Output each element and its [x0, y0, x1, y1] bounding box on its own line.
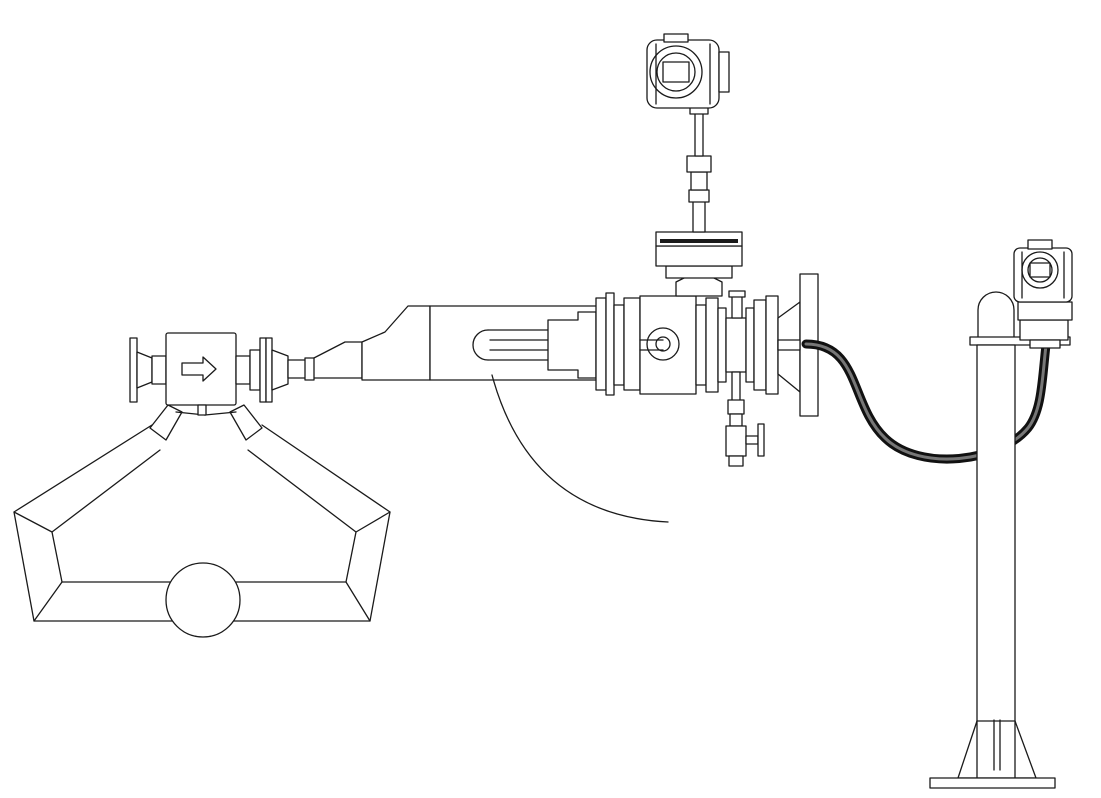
- stand-transmitter: [1013, 239, 1073, 349]
- valve-icon: [725, 425, 747, 457]
- mounting-flange: [655, 245, 743, 267]
- arrow-right-icon: [181, 356, 217, 382]
- swing-arc: [491, 374, 669, 523]
- top-transmitter: [646, 33, 743, 297]
- pipe-stand-icon: [977, 291, 1015, 338]
- flexible-hose: [801, 339, 1051, 464]
- pipe-stand: [929, 291, 1071, 789]
- coriolis-flowmeter: [13, 332, 391, 638]
- sample-valve: [725, 371, 765, 467]
- valve-handle[interactable]: [757, 423, 765, 457]
- meter-tube-inner: [51, 449, 357, 583]
- pipe-reducer-icon: [361, 305, 431, 381]
- base-plate: [929, 777, 1056, 789]
- meter-center-circle: [165, 562, 241, 638]
